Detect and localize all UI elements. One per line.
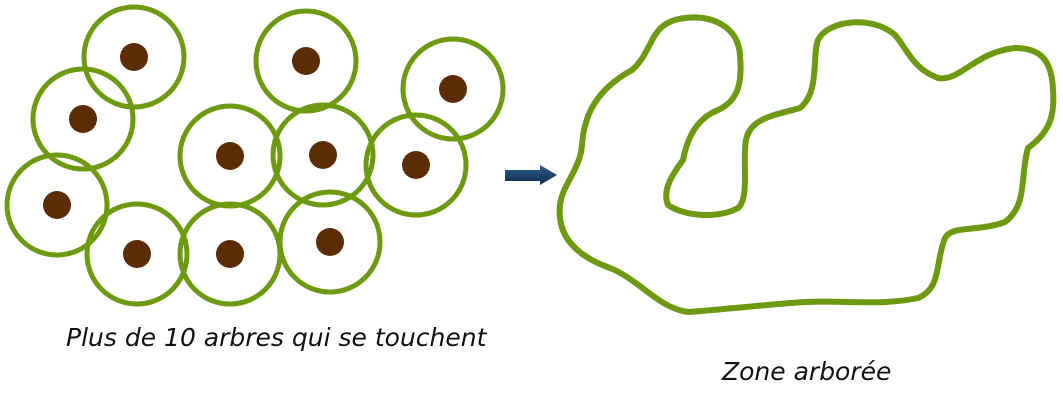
tree-trunk	[123, 240, 151, 268]
tree-crown	[84, 201, 190, 307]
tree-trunk	[316, 228, 344, 256]
tree-crown	[270, 102, 376, 208]
tree	[253, 8, 359, 114]
tree	[81, 4, 187, 110]
tree	[30, 66, 136, 172]
caption-trees-touching: Plus de 10 arbres qui se touchent	[66, 323, 487, 352]
tree	[4, 152, 110, 258]
tree	[363, 112, 469, 218]
tree	[84, 201, 190, 307]
tree-cluster	[4, 4, 506, 307]
tree-trunk	[292, 47, 320, 75]
tree-trunk	[69, 105, 97, 133]
tree	[177, 201, 283, 307]
tree-crown	[277, 189, 383, 295]
tree-crown	[253, 8, 359, 114]
tree-crown	[363, 112, 469, 218]
tree-trunk	[120, 43, 148, 71]
caption-wooded-zone: Zone arborée	[722, 357, 892, 386]
tree-trunk	[216, 142, 244, 170]
tree-trunk	[439, 75, 467, 103]
tree-trunk	[216, 240, 244, 268]
wooded-zone-outline	[556, 14, 1057, 315]
tree-trunk	[43, 191, 71, 219]
tree-crown	[4, 152, 110, 258]
tree	[400, 36, 506, 142]
tree	[277, 189, 383, 295]
tree-trunk	[309, 141, 337, 169]
tree-crown	[30, 66, 136, 172]
tree	[177, 103, 283, 209]
arrow-right-icon	[505, 165, 557, 185]
tree-trunk	[402, 151, 430, 179]
tree	[270, 102, 376, 208]
tree-crown	[400, 36, 506, 142]
